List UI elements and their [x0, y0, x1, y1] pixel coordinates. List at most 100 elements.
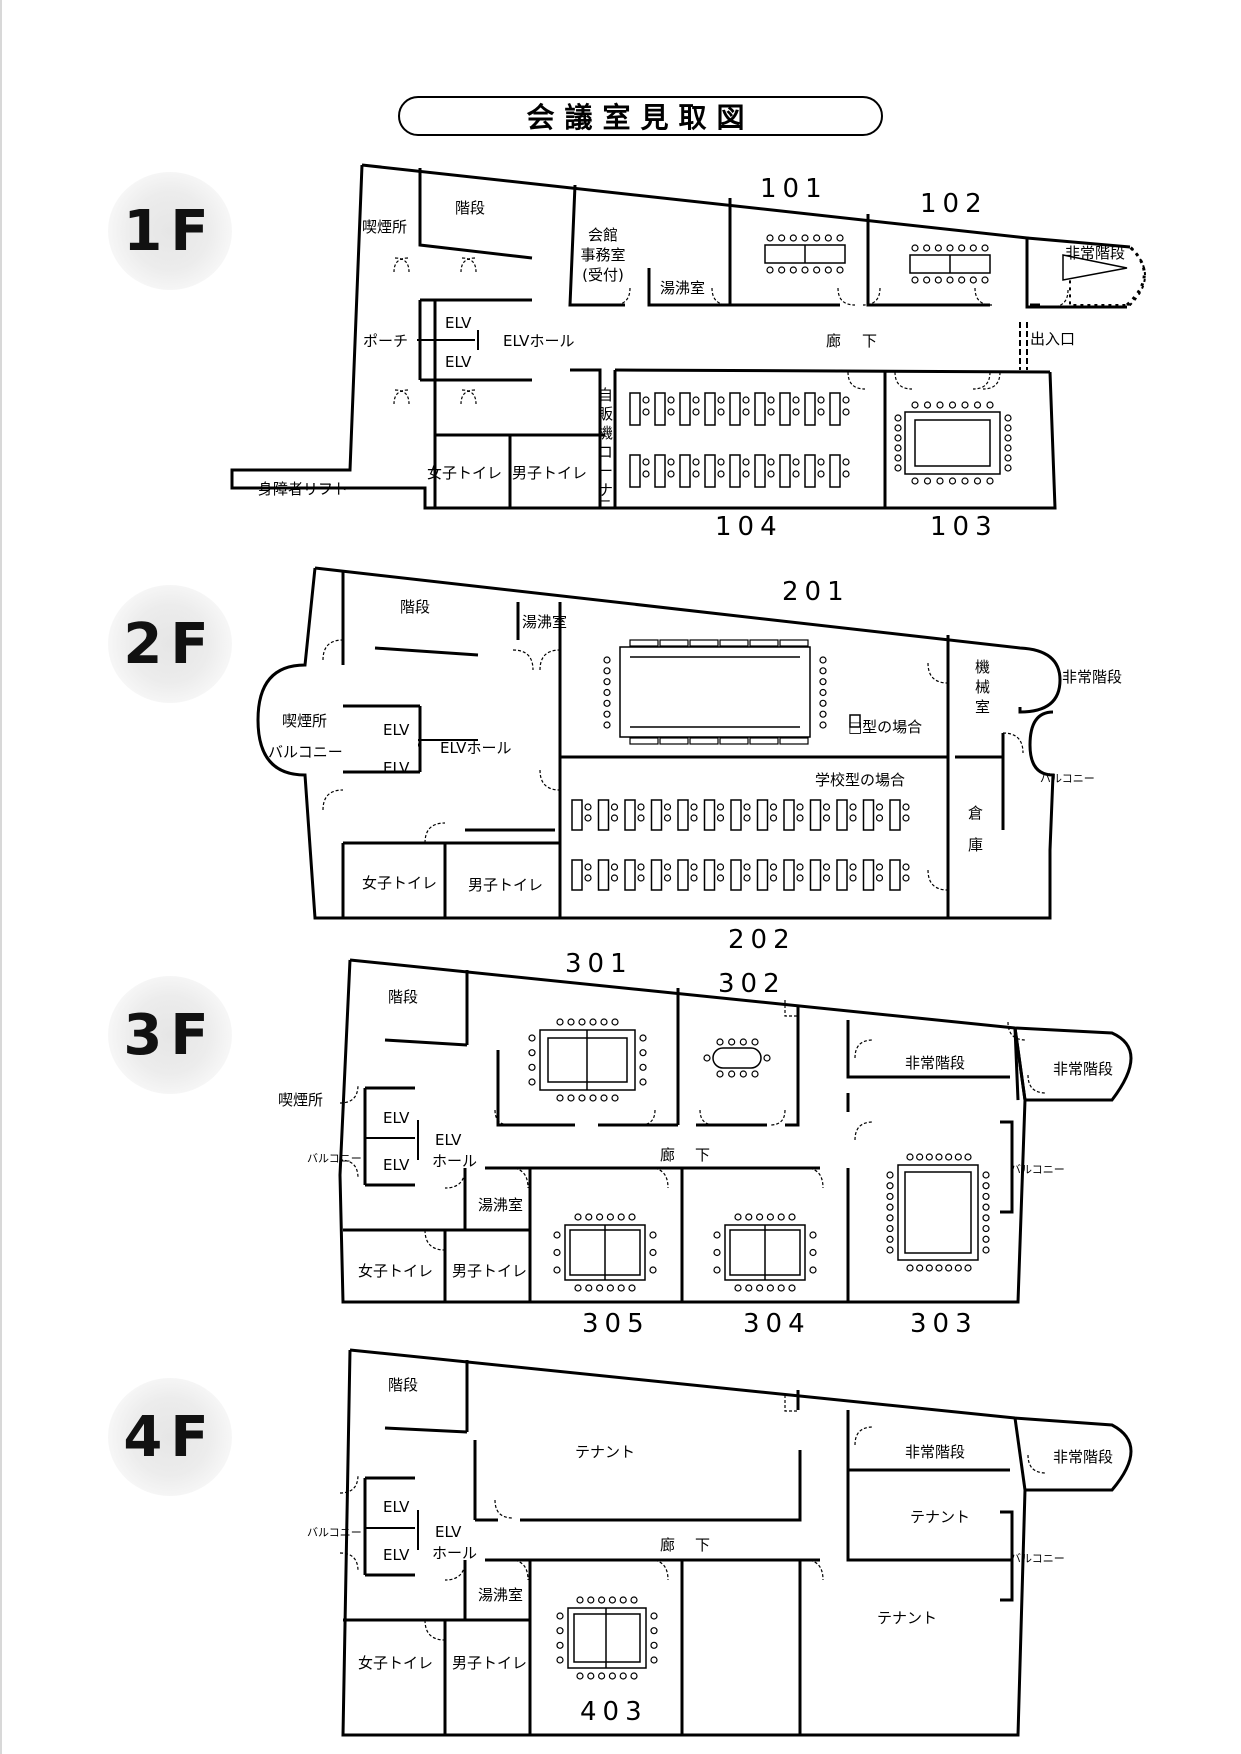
label-elv-1: ELV — [445, 314, 472, 332]
chair — [886, 1246, 894, 1254]
chair — [986, 401, 994, 409]
chair — [528, 1078, 536, 1086]
label-storage-1: 倉 — [968, 804, 983, 822]
chair — [875, 863, 884, 871]
chair — [553, 1248, 561, 1257]
chair — [611, 1018, 619, 1026]
room-303-number: 303 — [910, 1309, 978, 1339]
desk — [679, 392, 691, 426]
chair — [982, 1214, 990, 1222]
chair — [1004, 444, 1012, 452]
chair — [792, 396, 800, 404]
label-kitchenette: 湯沸室 — [478, 1196, 523, 1214]
desk — [754, 392, 766, 426]
chair — [637, 814, 645, 822]
room-301-number: 301 — [565, 949, 633, 979]
floor-3f-furniture — [539, 1029, 979, 1281]
label-elv-hall-1: ELV — [435, 1131, 462, 1149]
label-vending-2: 販 — [598, 405, 613, 423]
chair — [849, 874, 857, 882]
chair — [739, 1038, 747, 1046]
label-entrance: 出入口 — [1030, 330, 1075, 348]
chair — [809, 1248, 817, 1257]
floor-3f-doors — [339, 1000, 1047, 1251]
chair — [766, 1213, 775, 1221]
label-corridor-1: 廊 — [826, 332, 841, 350]
chair — [611, 1094, 619, 1102]
desk — [703, 799, 716, 831]
chair — [819, 710, 827, 718]
chair — [819, 656, 827, 664]
chair — [589, 1018, 597, 1026]
chair — [981, 244, 989, 252]
chair — [946, 244, 954, 252]
chair — [584, 874, 592, 882]
desk — [677, 799, 689, 831]
chair — [716, 874, 725, 882]
chair — [796, 874, 804, 882]
room-102-number: 102 — [920, 189, 988, 219]
chair — [819, 688, 827, 697]
chair — [982, 1224, 990, 1233]
label-kitchenette: 湯沸室 — [660, 279, 705, 297]
desk — [730, 859, 742, 891]
chair — [969, 276, 977, 284]
desk — [729, 392, 741, 426]
chair — [973, 477, 982, 485]
title-banner: 会議室見取図 — [398, 96, 883, 136]
desk — [629, 737, 659, 745]
floor-2f-furniture — [619, 646, 861, 738]
desk — [629, 639, 659, 647]
chair — [958, 276, 966, 284]
chair — [842, 470, 850, 478]
label-elv-hall-2: ホール — [432, 1544, 477, 1562]
chair — [813, 266, 821, 274]
chair — [603, 710, 611, 718]
label-school-layout: 学校型の場合 — [815, 771, 905, 789]
chair — [743, 874, 751, 882]
desk — [889, 799, 901, 831]
chair — [916, 1264, 924, 1272]
chair — [637, 863, 645, 871]
floor-badge-3f: 3F — [108, 976, 232, 1094]
desk — [730, 799, 742, 831]
chair — [1004, 434, 1012, 442]
chair — [528, 1034, 536, 1042]
chair — [617, 1284, 625, 1292]
chair — [690, 803, 698, 811]
chair — [886, 1182, 894, 1190]
chair — [817, 458, 825, 466]
chair — [600, 1094, 608, 1102]
desk — [659, 737, 689, 745]
chair — [1004, 414, 1012, 422]
label-stairs: 階段 — [400, 598, 430, 616]
chair — [936, 401, 944, 409]
chair — [717, 458, 725, 466]
chair — [969, 244, 977, 252]
chair — [716, 1070, 724, 1078]
label-womens-toilet: 女子トイレ — [427, 464, 502, 482]
desk — [703, 859, 716, 891]
chair — [842, 396, 850, 404]
desk — [779, 639, 809, 647]
chair — [690, 874, 698, 882]
label-square-layout: □型の場合 — [848, 718, 922, 736]
chair — [610, 874, 619, 882]
floor-2f-desks — [571, 799, 901, 891]
chair — [755, 1213, 764, 1221]
chair — [667, 458, 675, 466]
chair — [894, 414, 902, 422]
label-balcony-east: バルコニー — [1010, 1552, 1065, 1565]
chair — [954, 1153, 962, 1161]
chair — [713, 1248, 721, 1257]
chair — [703, 1054, 711, 1062]
desk — [783, 799, 795, 831]
label-mens-toilet: 男子トイレ — [452, 1654, 527, 1672]
chair — [819, 699, 827, 707]
label-tenant-1: テナント — [575, 1443, 635, 1461]
chair — [875, 803, 884, 811]
chair — [578, 1094, 586, 1102]
chair — [766, 266, 774, 274]
chair — [902, 803, 910, 811]
desk — [704, 454, 716, 488]
